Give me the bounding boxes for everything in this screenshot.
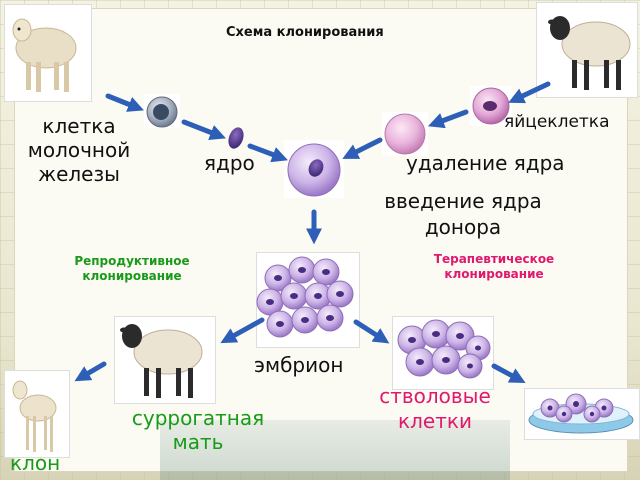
fused-cell-icon bbox=[284, 140, 344, 198]
nucleus-label: ядро bbox=[204, 151, 255, 175]
surrogate-mother-label: суррогатная мать bbox=[131, 406, 265, 454]
egg-cell-label: яйцеклетка bbox=[504, 112, 610, 132]
arrow-sheep-to-cell bbox=[105, 93, 144, 112]
white-sheep-icon bbox=[12, 18, 77, 92]
lamb-clone-icon bbox=[12, 380, 57, 452]
arrow-surrogate-to-clone bbox=[74, 361, 107, 382]
nucleus-removal-label: удаление ядра bbox=[406, 151, 565, 175]
mammary-cell-icon bbox=[144, 94, 180, 128]
enucleated-egg-icon bbox=[382, 112, 428, 156]
clone-label: клон bbox=[10, 451, 61, 475]
mammary-cell-label: клетка молочной железы bbox=[27, 114, 131, 186]
donor-nucleus-label: введение ядра донора bbox=[384, 189, 542, 239]
reproductive-cloning-label: Репродуктивное клонирование bbox=[74, 254, 190, 283]
embryo-label: эмбрион bbox=[254, 353, 344, 377]
stem-cells-label: стволовые клетки bbox=[379, 384, 491, 433]
egg-cell-icon bbox=[470, 86, 512, 126]
arrow-embryo-to-stem bbox=[353, 319, 390, 344]
stem-cells-icon bbox=[397, 319, 491, 379]
arrow-egg-to-enucleated bbox=[428, 109, 469, 129]
lab-background-decoration bbox=[160, 420, 510, 480]
embryo-cluster-icon bbox=[256, 256, 354, 338]
therapeutic-cloning-label: Терапевтическое клонирование bbox=[433, 252, 555, 281]
arrow-nucleus-to-fused bbox=[247, 143, 288, 163]
arrow-stem-to-dish bbox=[491, 363, 526, 384]
arrow-cell-to-nucleus bbox=[181, 119, 226, 140]
arrow-sheep-to-egg bbox=[508, 81, 551, 104]
arrow-embryo-to-surrogate bbox=[220, 317, 265, 344]
petri-dish-icon bbox=[528, 393, 634, 434]
nucleus-icon bbox=[228, 127, 244, 149]
diagram-title: Схема клонирования bbox=[226, 25, 384, 40]
surrogate-sheep-icon bbox=[120, 324, 203, 398]
black-faced-sheep-icon bbox=[548, 16, 631, 90]
arrow-enucleated-to-fused bbox=[342, 137, 383, 159]
